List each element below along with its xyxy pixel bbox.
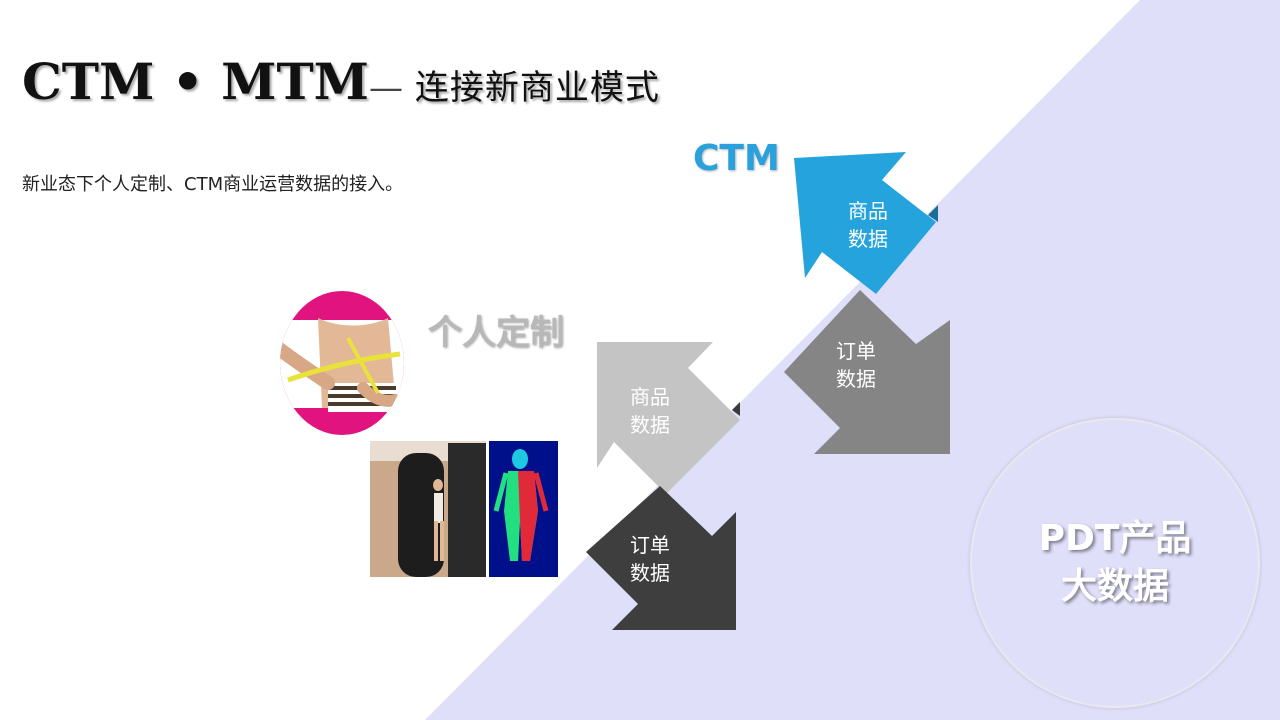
body-scan-photo (370, 441, 558, 577)
title-separator: — (369, 68, 404, 108)
arrow-light-gray (597, 342, 740, 494)
arrow-mid-gray-label: 订单 数据 (836, 339, 876, 391)
arrow-light-gray-label: 商品 数据 (630, 385, 670, 437)
personal-custom-label: 个人定制 (428, 313, 564, 353)
page-title: CTM • MTM— 连接新商业模式 (22, 52, 660, 112)
ctm-label: CTM (693, 138, 780, 179)
arrow-blue-label: 商品 数据 (848, 199, 888, 251)
arrow-blue (794, 152, 936, 294)
arrow-dark-gray-label: 订单 数据 (630, 533, 670, 585)
arrow-blue-shadow (928, 205, 938, 222)
title-sub: 连接新商业模式 (403, 68, 660, 108)
page-subtitle: 新业态下个人定制、CTM商业运营数据的接入。 (22, 174, 404, 195)
arrow-dark-gray (586, 486, 736, 630)
arrow-mid-gray (784, 290, 950, 454)
title-main: CTM • MTM (22, 52, 370, 111)
circle-line1: PDT产品 (1038, 518, 1192, 559)
tape-measure-photo (280, 291, 404, 435)
arrow-light-gray-shadow (732, 402, 740, 416)
circle-line2: 大数据 (1060, 566, 1169, 607)
pdt-big-data-circle: PDT产品 大数据 (970, 418, 1260, 708)
